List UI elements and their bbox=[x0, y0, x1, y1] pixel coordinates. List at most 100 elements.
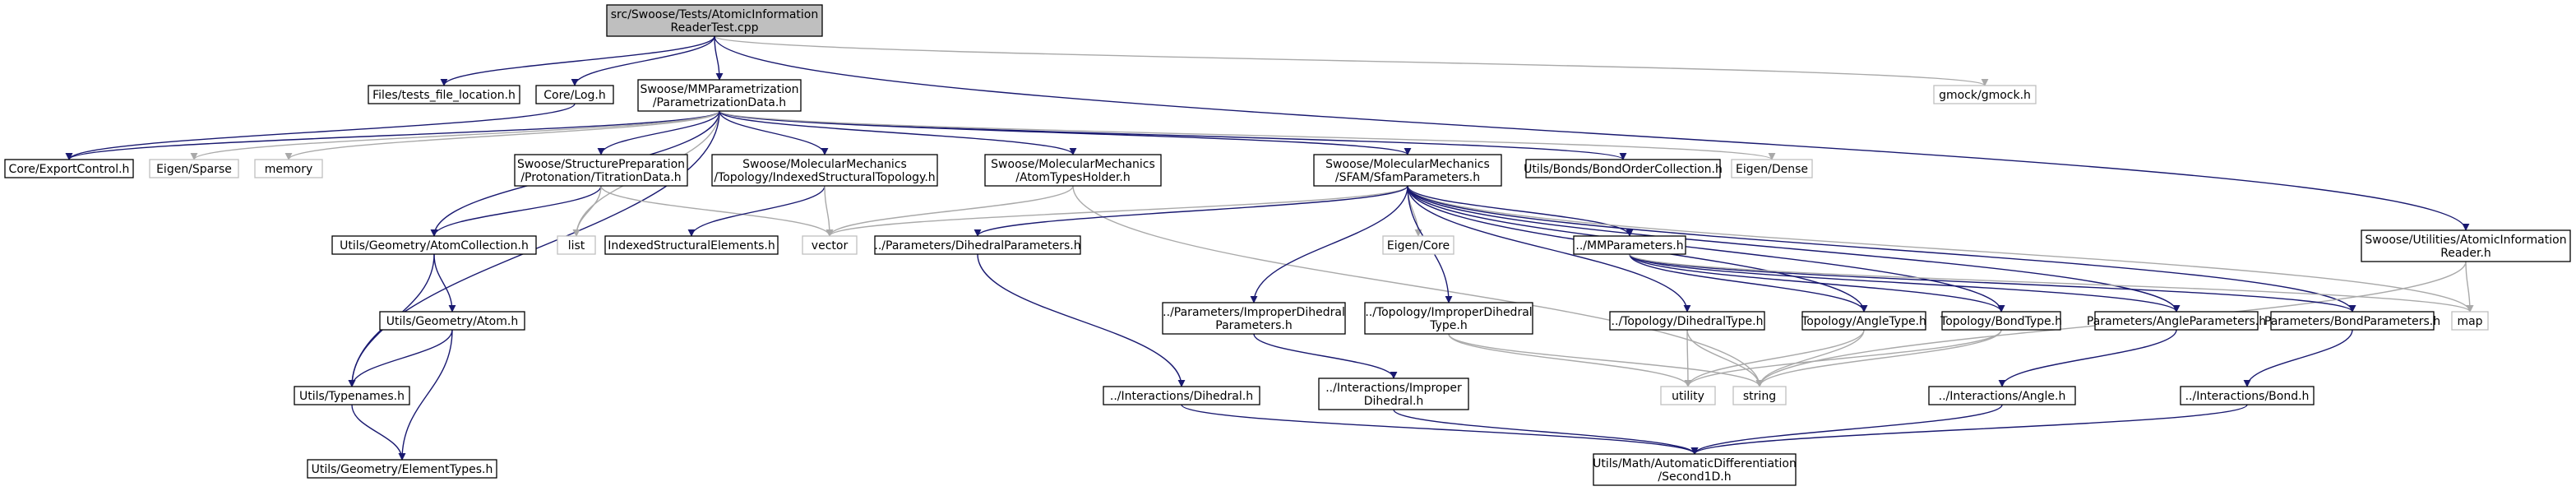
node-box bbox=[368, 85, 520, 104]
node-box bbox=[1731, 159, 1813, 178]
node-angle-type[interactable]: Topology/AngleType.h bbox=[1801, 311, 1926, 331]
edge-sfam-parameters-to-dihedral-params bbox=[974, 185, 1408, 237]
node-dihedral-params[interactable]: ../Parameters/DihedralParameters.h bbox=[874, 235, 1081, 255]
edge-angle-type-to-utility bbox=[1684, 329, 1865, 387]
node-interactions-dihedral[interactable]: ../Interactions/Dihedral.h bbox=[1103, 386, 1260, 405]
node-mmparametrization[interactable]: Swoose/MMParametrization/Parametrization… bbox=[637, 79, 802, 112]
node-label: ../Interactions/Bond.h bbox=[2185, 390, 2310, 403]
node-box bbox=[1573, 235, 1686, 255]
node-box bbox=[331, 235, 537, 255]
node-angle-params[interactable]: Parameters/AngleParameters.h bbox=[2087, 311, 2266, 331]
node-label: ../Parameters/DihedralParameters.h bbox=[874, 239, 1080, 252]
node-label: Dihedral.h bbox=[1364, 395, 1424, 408]
node-label: Topology/BondType.h bbox=[1940, 315, 2062, 328]
edge-mmparametrization-to-titration bbox=[597, 110, 720, 155]
node-second1d[interactable]: Utils/Math/AutomaticDifferentiation/Seco… bbox=[1593, 453, 1797, 486]
node-element-types[interactable]: Utils/Geometry/ElementTypes.h bbox=[307, 459, 497, 479]
node-box bbox=[2180, 386, 2315, 405]
edge-root-to-mmparametrization bbox=[714, 35, 724, 81]
edge-improper-dihedral-type-to-string bbox=[1448, 333, 1764, 387]
node-string: string bbox=[1732, 386, 1787, 405]
node-atom[interactable]: Utils/Geometry/Atom.h bbox=[379, 311, 525, 331]
node-box bbox=[802, 235, 858, 255]
edge-titration-to-vector bbox=[600, 185, 834, 237]
edge-atom-to-element-types bbox=[398, 329, 453, 461]
edge-sfam-parameters-to-map bbox=[1407, 185, 2474, 313]
edge-angle-params-to-interactions-angle bbox=[1998, 329, 2177, 387]
edge-mmparametrization-to-eigen-dense bbox=[719, 110, 1776, 160]
node-label: ../Interactions/Angle.h bbox=[1939, 390, 2066, 403]
edge-sfam-parameters-to-bond-params bbox=[1407, 185, 2356, 313]
node-bond-type[interactable]: Topology/BondType.h bbox=[1940, 311, 2062, 331]
edge-sfam-parameters-to-improper-dihedral-params bbox=[1250, 185, 1408, 303]
node-box bbox=[2451, 311, 2489, 331]
edge-atom-types-holder-to-string bbox=[1072, 185, 1764, 387]
node-root[interactable]: src/Swoose/Tests/AtomicInformationReader… bbox=[606, 4, 823, 37]
node-label: Topology/AngleType.h bbox=[1801, 315, 1926, 328]
edge-atom-collection-to-atom bbox=[433, 253, 456, 313]
node-core-log[interactable]: Core/Log.h bbox=[535, 85, 614, 104]
node-label: Core/ExportControl.h bbox=[9, 163, 130, 176]
node-sfam-parameters[interactable]: Swoose/MolecularMechanics/SFAM/SfamParam… bbox=[1313, 154, 1502, 187]
edge-bond-type-to-string bbox=[1755, 329, 2002, 387]
node-indexed-topology[interactable]: Swoose/MolecularMechanics/Topology/Index… bbox=[711, 154, 938, 187]
edge-sfam-parameters-to-dihedral-type bbox=[1407, 185, 1691, 313]
edge-mmparametrization-to-eigen-sparse bbox=[190, 110, 720, 160]
edge-interactions-improper-to-second1d bbox=[1393, 409, 1699, 455]
node-export-control[interactable]: Core/ExportControl.h bbox=[4, 159, 134, 178]
node-box bbox=[1660, 386, 1716, 405]
node-dihedral-type[interactable]: ../Topology/DihedralType.h bbox=[1609, 311, 1765, 331]
edge-mmparametrization-to-sfam-parameters bbox=[719, 110, 1412, 155]
edge-bond-type-to-utility bbox=[1684, 329, 2002, 387]
edge-root-to-tests-file-location bbox=[440, 35, 715, 86]
edge-titration-to-list bbox=[572, 185, 602, 237]
node-label: Eigen/Core bbox=[1387, 239, 1450, 252]
node-bond-order[interactable]: Utils/Bonds/BondOrderCollection.h bbox=[1524, 159, 1723, 178]
node-titration[interactable]: Swoose/StructurePreparation/Protonation/… bbox=[514, 154, 688, 187]
node-bond-params[interactable]: Parameters/BondParameters.h bbox=[2264, 311, 2440, 331]
edge-interactions-dihedral-to-second1d bbox=[1181, 404, 1699, 455]
edge-angle-type-to-string bbox=[1755, 329, 1865, 387]
edge-interactions-angle-to-second1d bbox=[1690, 404, 2003, 455]
node-map: map bbox=[2451, 311, 2489, 331]
node-label: vector bbox=[812, 239, 849, 252]
node-improper-dihedral-params[interactable]: ../Parameters/ImproperDihedralParameters… bbox=[1162, 302, 1346, 335]
edge-mm-parameters-to-bond-type bbox=[1629, 253, 2005, 313]
node-box bbox=[149, 159, 239, 178]
node-label: Swoose/Utilities/AtomicInformation bbox=[2365, 234, 2566, 247]
node-label: list bbox=[568, 239, 585, 252]
node-label: Utils/Geometry/ElementTypes.h bbox=[312, 463, 493, 476]
node-interactions-bond[interactable]: ../Interactions/Bond.h bbox=[2180, 386, 2315, 405]
edge-root-to-atomic-info-reader bbox=[714, 35, 2470, 231]
node-atomic-info-reader[interactable]: Swoose/Utilities/AtomicInformationReader… bbox=[2361, 229, 2571, 262]
node-box bbox=[1801, 311, 1926, 331]
node-label: utility bbox=[1672, 390, 1704, 403]
node-box bbox=[1364, 302, 1533, 335]
node-box bbox=[604, 235, 779, 255]
node-label: /Second1D.h bbox=[1658, 470, 1731, 484]
node-box bbox=[606, 4, 823, 37]
node-atom-types-holder[interactable]: Swoose/MolecularMechanics/AtomTypesHolde… bbox=[984, 154, 1162, 187]
node-box bbox=[1928, 386, 2076, 405]
edge-sfam-parameters-to-bond-type bbox=[1407, 185, 2005, 313]
node-label: ../Topology/ImproperDihedral bbox=[1365, 306, 1532, 319]
node-label: Parameters.h bbox=[1215, 319, 1292, 332]
node-label: Reader.h bbox=[2440, 247, 2491, 260]
edge-atomic-info-reader-to-map bbox=[2465, 261, 2474, 313]
edge-mm-parameters-to-angle-params bbox=[1629, 253, 2181, 313]
node-interactions-improper[interactable]: ../Interactions/ImproperDihedral.h bbox=[1318, 378, 1469, 410]
node-mm-parameters[interactable]: ../MMParameters.h bbox=[1573, 235, 1686, 255]
edge-core-log-to-export-control bbox=[65, 103, 576, 160]
node-atom-collection[interactable]: Utils/Geometry/AtomCollection.h bbox=[331, 235, 537, 255]
node-tests-file-location[interactable]: Files/tests_file_location.h bbox=[368, 85, 520, 104]
node-typenames[interactable]: Utils/Typenames.h bbox=[294, 386, 410, 405]
node-box bbox=[2270, 311, 2435, 331]
edge-mm-parameters-to-bond-params bbox=[1629, 253, 2356, 313]
node-indexed-elements[interactable]: IndexedStructuralElements.h bbox=[604, 235, 779, 255]
node-label: /Protonation/TitrationData.h bbox=[520, 171, 681, 184]
node-label: Parameters/AngleParameters.h bbox=[2087, 315, 2266, 328]
edge-dihedral-params-to-interactions-dihedral bbox=[977, 253, 1186, 387]
node-box bbox=[514, 154, 688, 187]
node-interactions-angle[interactable]: ../Interactions/Angle.h bbox=[1928, 386, 2076, 405]
